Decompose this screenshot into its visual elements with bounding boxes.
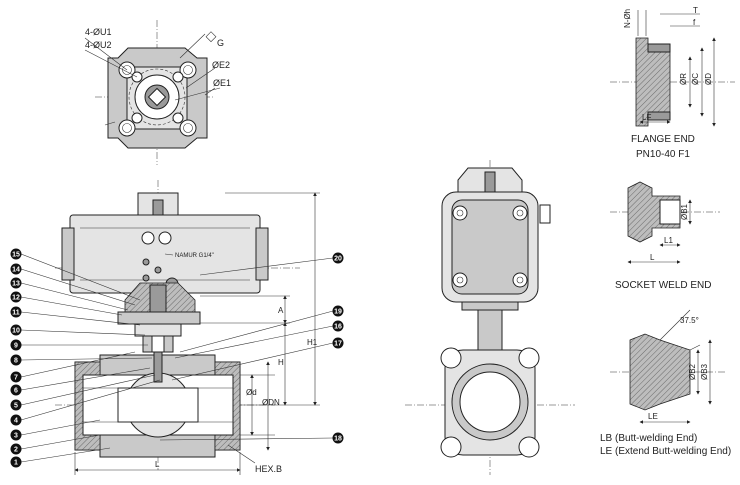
note-le: LE (Extend Butt-welding End) bbox=[600, 446, 731, 457]
callout-7: 7 bbox=[14, 375, 18, 382]
dim-le: LE bbox=[648, 412, 658, 421]
dim-lf: LF bbox=[642, 113, 651, 122]
label-e1: ØE1 bbox=[213, 78, 231, 88]
dim-f: f bbox=[693, 18, 696, 27]
dim-dn: ØDN bbox=[262, 398, 280, 407]
flange-end-title: FLANGE END bbox=[631, 134, 695, 145]
label-u1: 4-ØU1 bbox=[85, 27, 112, 37]
callouts-left: 15 14 13 12 11 10 9 8 7 6 5 4 3 2 1 bbox=[10, 248, 161, 468]
top-view: 4-ØU1 4-ØU2 G ØE2 ØE1 bbox=[84, 20, 231, 165]
callout-5: 5 bbox=[14, 403, 18, 410]
callout-11: 11 bbox=[12, 310, 20, 317]
callout-12: 12 bbox=[12, 295, 20, 302]
callout-16: 16 bbox=[334, 324, 342, 331]
dim-c: ØC bbox=[691, 73, 700, 85]
flange-end-subtitle: PN10-40 F1 bbox=[636, 149, 690, 160]
callout-18: 18 bbox=[334, 436, 342, 443]
dim-t: T bbox=[693, 6, 698, 15]
butt-weld-end-view: 37.5° ØB2 ØB3 LE LB (Butt-welding End) L… bbox=[600, 309, 731, 457]
dim-h1: H1 bbox=[307, 338, 318, 347]
dim-l1: L1 bbox=[664, 236, 673, 245]
dim-d: Ød bbox=[246, 388, 257, 397]
callout-6: 6 bbox=[14, 388, 18, 395]
namur-label: NAMUR G1/4" bbox=[175, 253, 214, 259]
dim-l: L bbox=[155, 460, 160, 469]
dim-b3: ØB3 bbox=[700, 363, 709, 380]
dim-b2: ØB2 bbox=[688, 363, 697, 380]
callout-1: 1 bbox=[14, 460, 18, 467]
label-g: G bbox=[217, 38, 224, 48]
callout-3: 3 bbox=[14, 433, 18, 440]
callout-10: 10 bbox=[12, 328, 20, 335]
dim-flange-d: ØD bbox=[704, 73, 713, 85]
callout-19: 19 bbox=[334, 309, 342, 316]
label-u2: 4-ØU2 bbox=[85, 40, 112, 50]
mounting-holes bbox=[118, 61, 197, 137]
callout-20: 20 bbox=[334, 256, 342, 263]
flange-end-view: N-Øh T f ØR ØC ØD LF FLANGE END PN10-40 … bbox=[610, 6, 735, 160]
callout-4: 4 bbox=[14, 418, 18, 425]
callouts-right: 20 19 16 17 18 bbox=[159, 252, 344, 444]
socket-weld-end-title: SOCKET WELD END bbox=[615, 280, 712, 291]
hex-label: HEX.B bbox=[255, 464, 282, 474]
front-view: NAMUR G1/4" A H H1 bbox=[10, 180, 344, 475]
callout-13: 13 bbox=[12, 281, 20, 288]
callout-9: 9 bbox=[14, 343, 18, 350]
note-lb: LB (Butt-welding End) bbox=[600, 433, 697, 444]
dim-n-h: N-Øh bbox=[623, 9, 632, 28]
callout-14: 14 bbox=[12, 267, 20, 274]
callout-17: 17 bbox=[334, 341, 342, 348]
angle-label: 37.5° bbox=[680, 316, 699, 325]
callout-15: 15 bbox=[12, 252, 20, 259]
dim-r: ØR bbox=[679, 73, 688, 85]
dim-socket-l: L bbox=[650, 253, 655, 262]
dim-a: A bbox=[278, 306, 284, 315]
callout-2: 2 bbox=[14, 447, 18, 454]
label-e2: ØE2 bbox=[212, 60, 230, 70]
side-view bbox=[405, 160, 575, 475]
dim-h: H bbox=[278, 358, 284, 367]
dim-b1: ØB1 bbox=[680, 203, 689, 220]
socket-weld-end-view: ØB1 L1 L SOCKET WELD END bbox=[610, 181, 720, 291]
callout-8: 8 bbox=[14, 358, 18, 365]
